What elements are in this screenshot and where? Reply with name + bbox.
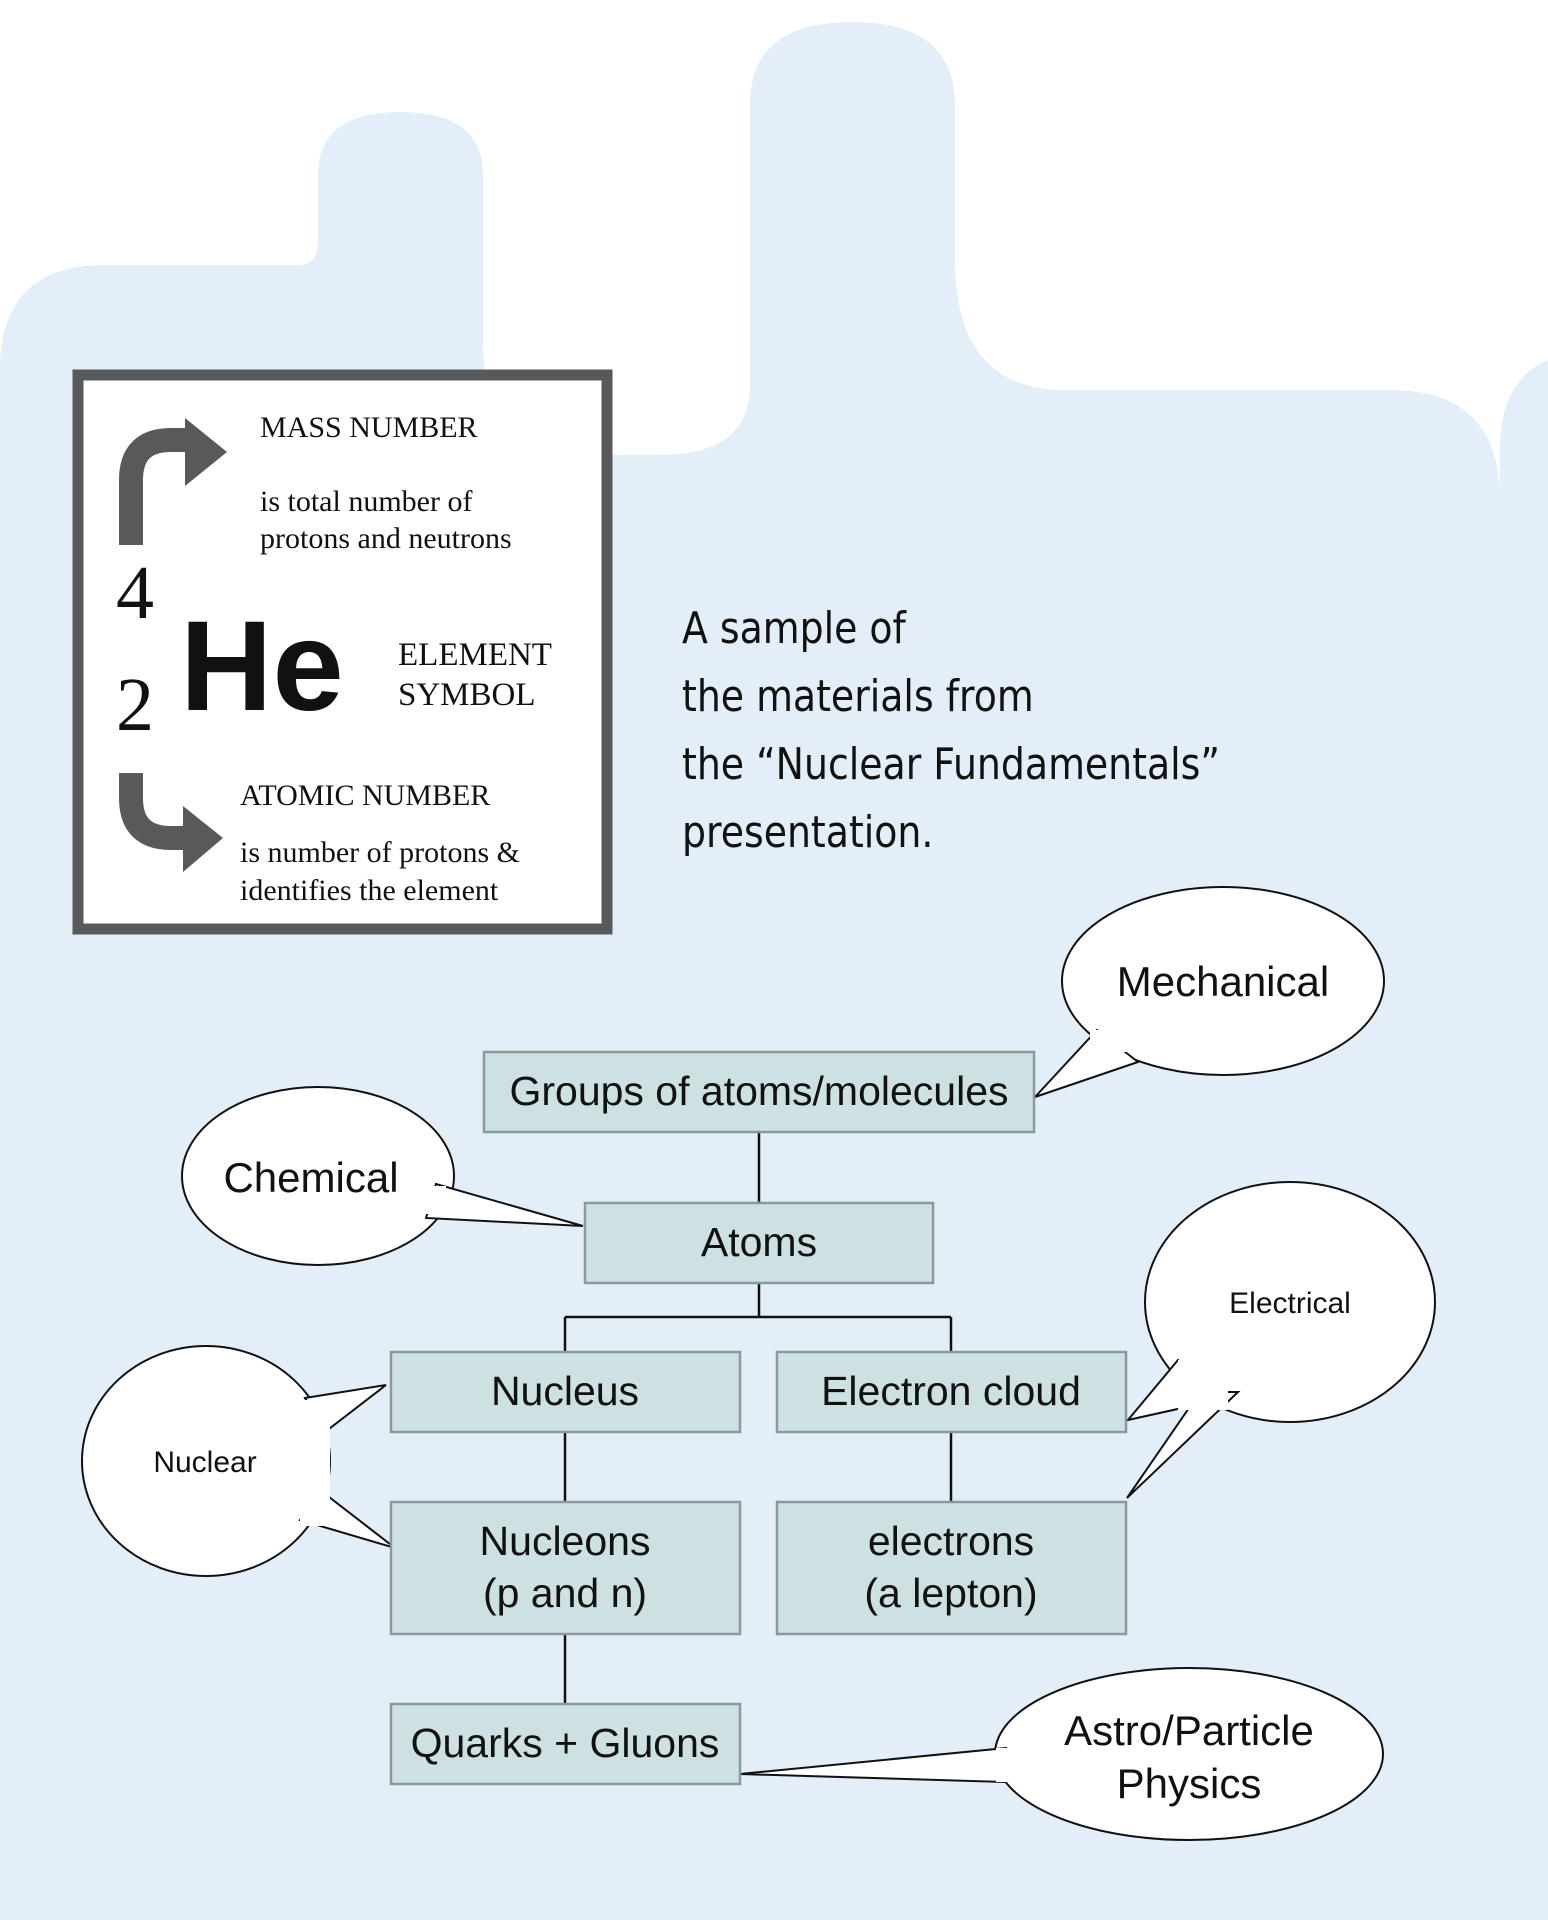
arrow-down-right-icon xyxy=(119,773,185,850)
node-electron-cloud-label: Electron cloud xyxy=(821,1368,1081,1414)
hierarchy-connectors xyxy=(563,1132,953,1704)
atomic-number-desc-line2: identifies the element xyxy=(240,874,499,907)
node-nucleons-label-line2: (p and n) xyxy=(483,1570,647,1616)
callout-electrical-label: Electrical xyxy=(1229,1287,1351,1320)
node-atoms-label: Atoms xyxy=(701,1219,817,1265)
callout-mechanical: Mechanical xyxy=(1034,886,1385,1098)
mass-number-desc-line2: protons and neutrons xyxy=(260,522,512,555)
caption-line3: the “Nuclear Fundamentals” xyxy=(682,738,1220,789)
element-symbol-label-line1: ELEMENT xyxy=(398,637,552,673)
atomic-number-desc-line1: is number of protons & xyxy=(240,836,520,869)
atomic-number-value: 2 xyxy=(116,663,154,747)
caption-line4: presentation. xyxy=(682,806,933,857)
node-electrons-label-line2: (a lepton) xyxy=(864,1570,1037,1616)
callout-chemical: Chemical xyxy=(181,1086,584,1266)
mass-number-label: MASS NUMBER xyxy=(260,411,478,444)
caption-line1: A sample of xyxy=(682,602,907,653)
node-quarks-gluons: Quarks + Gluons xyxy=(389,1702,742,1786)
node-atoms: Atoms xyxy=(583,1201,935,1285)
atomic-number-label: ATOMIC NUMBER xyxy=(240,779,490,812)
arrow-up-right-head xyxy=(185,418,227,486)
element-symbol-label-line2: SYMBOL xyxy=(398,677,536,713)
callout-chemical-label: Chemical xyxy=(223,1154,398,1201)
node-electrons: electrons (a lepton) xyxy=(775,1500,1128,1636)
callout-astro-particle: Astro/Particle Physics xyxy=(739,1667,1384,1841)
node-groups-label: Groups of atoms/molecules xyxy=(509,1068,1008,1114)
callout-astro-label-line2: Physics xyxy=(1117,1760,1262,1807)
node-electrons-label-line1: electrons xyxy=(868,1518,1034,1564)
node-nucleons: Nucleons (p and n) xyxy=(389,1500,742,1636)
element-symbol: He xyxy=(180,595,344,738)
element-card: MASS NUMBER is total number of protons a… xyxy=(72,369,613,935)
node-groups: Groups of atoms/molecules xyxy=(482,1050,1036,1134)
node-nucleus-label: Nucleus xyxy=(491,1368,639,1414)
callout-mechanical-label: Mechanical xyxy=(1117,958,1329,1005)
node-nucleons-label-line1: Nucleons xyxy=(480,1518,651,1564)
mass-number-desc-line1: is total number of xyxy=(260,485,472,518)
arrow-up-right-icon xyxy=(119,428,185,545)
callout-nuclear: Nuclear xyxy=(81,1345,396,1577)
caption: A sample of the materials from the “Nucl… xyxy=(682,602,1220,857)
node-quarks-gluons-label: Quarks + Gluons xyxy=(411,1720,720,1766)
callout-electrical: Electrical xyxy=(1125,1181,1436,1499)
callout-astro-label-line1: Astro/Particle xyxy=(1064,1707,1314,1754)
node-nucleus: Nucleus xyxy=(389,1350,742,1434)
node-electron-cloud: Electron cloud xyxy=(775,1350,1128,1434)
callout-nuclear-label: Nuclear xyxy=(153,1446,256,1479)
mass-number-value: 4 xyxy=(116,551,154,635)
caption-line2: the materials from xyxy=(682,670,1034,721)
arrow-down-right-head xyxy=(183,806,223,872)
